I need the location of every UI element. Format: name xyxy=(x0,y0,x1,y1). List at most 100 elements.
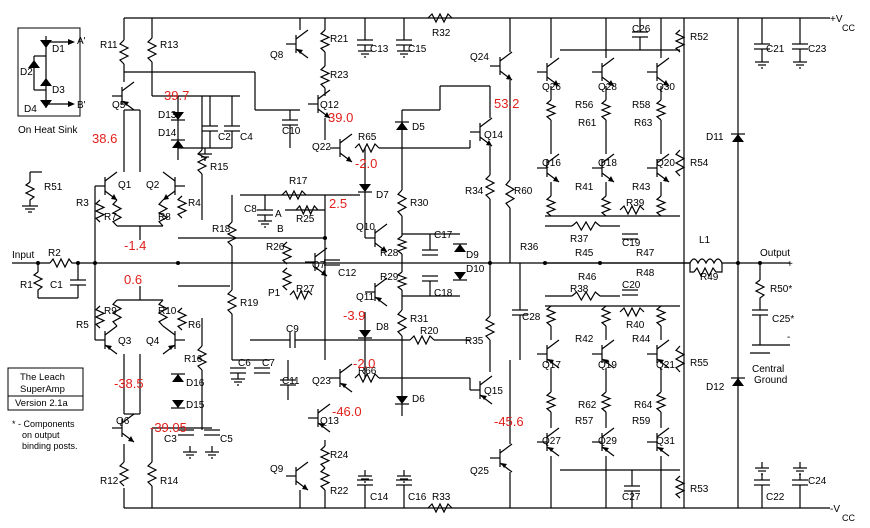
diode-label-d7: D7 xyxy=(376,190,389,201)
resistor-label-r40: R40 xyxy=(626,320,645,331)
capacitor-label-c5: C5 xyxy=(220,434,233,445)
capacitor-label-c16: C16 xyxy=(408,492,427,503)
output-label: Output xyxy=(760,248,790,259)
voltage-annotation: -2.0 xyxy=(353,356,375,371)
capacitor-label-c22: C22 xyxy=(766,492,785,503)
diode-label-d9: D9 xyxy=(466,250,479,261)
r51-ground xyxy=(22,171,42,213)
resistor-label-r28: R28 xyxy=(380,248,399,259)
heatsink-label-d3: D3 xyxy=(52,85,65,96)
resistor-label-r19: R19 xyxy=(240,298,259,309)
capacitor-label-c1: C1 xyxy=(50,280,63,291)
voltage-annotation: 0.6 xyxy=(124,272,142,287)
resistor-label-r54: R54 xyxy=(690,158,709,169)
resistor-label-r15: R15 xyxy=(210,162,229,173)
output-plus: + xyxy=(787,259,793,270)
resistor-label-r46: R46 xyxy=(578,272,597,283)
positive-rail-sub: CC xyxy=(842,23,855,33)
input-label: Input xyxy=(12,250,34,261)
diode-label-d15: D15 xyxy=(186,400,205,411)
transistor-label-q6: Q6 xyxy=(116,416,130,427)
voltage-annotation: -3.9 xyxy=(343,308,365,323)
diode-label-d13: D13 xyxy=(158,110,177,121)
resistor-label-r34: R34 xyxy=(465,186,484,197)
transistor-label-q14: Q14 xyxy=(484,130,503,141)
transistor-label-q28: Q28 xyxy=(598,82,617,93)
voltage-annotation: 39.7 xyxy=(164,88,189,103)
resistor-label-r13: R13 xyxy=(160,40,179,51)
resistor-label-r7: R7 xyxy=(104,212,117,223)
resistor-label-r60: R60 xyxy=(514,186,533,197)
footnote-line-2: on output xyxy=(22,430,60,440)
input-network xyxy=(12,257,95,299)
voltage-annotation: -39.05 xyxy=(150,420,187,435)
resistor-label-r56: R56 xyxy=(575,100,594,111)
diode-d4-symbol xyxy=(40,100,52,108)
resistor-label-r45: R45 xyxy=(575,248,594,259)
heatsink-label-d1: D1 xyxy=(52,44,65,55)
voltage-annotations: 39.738.639.053.2-2.02.5-1.40.6-3.9-2.0-3… xyxy=(92,88,524,435)
positive-rail-label: +V xyxy=(830,14,843,25)
transistor-label-q25: Q25 xyxy=(470,466,489,477)
transistor-label-q9: Q9 xyxy=(270,464,284,475)
transistor-label-q7: Q7 xyxy=(312,260,326,271)
voltage-annotation: -1.4 xyxy=(124,238,146,253)
title-line-1: The Leach xyxy=(20,372,65,383)
title-line-2: SuperAmp xyxy=(20,384,65,395)
terminal-b-arrow xyxy=(68,101,75,107)
capacitor-label-c26: C26 xyxy=(632,24,651,35)
resistor-label-r4: R4 xyxy=(188,198,201,209)
transistor-label-q13: Q13 xyxy=(320,416,339,427)
capacitor-label-c6: C6 xyxy=(238,358,251,369)
capacitor-label-c3: C3 xyxy=(164,434,177,445)
resistor-label-r9: R9 xyxy=(104,306,117,317)
resistor-label-r57: R57 xyxy=(575,416,594,427)
capacitor-label-c15: C15 xyxy=(408,44,427,55)
transistor-label-q27: Q27 xyxy=(542,436,561,447)
resistor-label-r29: R29 xyxy=(380,272,399,283)
capacitor-label-c2: C2 xyxy=(218,132,231,143)
voltage-annotation: -45.6 xyxy=(494,414,524,429)
resistor-label-r3: R3 xyxy=(76,198,89,209)
diode-d1-symbol xyxy=(40,40,52,48)
transistor-label-q29: Q29 xyxy=(598,436,617,447)
resistor-label-r64: R64 xyxy=(634,400,653,411)
resistor-label-r16: R16 xyxy=(184,354,203,365)
transistor-label-q4: Q4 xyxy=(146,336,160,347)
voltage-annotation: 38.6 xyxy=(92,131,117,146)
voltage-annotation: -38.5 xyxy=(114,376,144,391)
resistor-label-r61: R61 xyxy=(578,118,597,129)
transistor-label-q15: Q15 xyxy=(484,386,503,397)
negative-rail-label: -V xyxy=(830,504,840,515)
resistor-label-r18: R18 xyxy=(212,224,231,235)
capacitor-label-c8: C8 xyxy=(244,204,257,215)
transistor-label-q22: Q22 xyxy=(312,142,331,153)
capacitor-label-c28: C28 xyxy=(522,312,541,323)
transistor-label-q8: Q8 xyxy=(270,50,284,61)
resistor-label-r66: R66 xyxy=(358,366,377,377)
diode-label-d12: D12 xyxy=(706,382,725,393)
capacitor-label-c12: C12 xyxy=(338,268,357,279)
diode-d2-symbol xyxy=(28,60,40,68)
voltage-annotation: -2.0 xyxy=(355,156,377,171)
resistor-label-r55: R55 xyxy=(690,358,709,369)
capacitor-label-c19: C19 xyxy=(622,238,641,249)
transistor-label-q20: Q20 xyxy=(656,158,675,169)
resistor-label-r33: R33 xyxy=(432,492,451,503)
diode-label-d16: D16 xyxy=(186,378,205,389)
resistor-label-r51: R51 xyxy=(44,182,63,193)
resistor-label-r35: R35 xyxy=(465,336,484,347)
capacitor-label-c27: C27 xyxy=(622,492,641,503)
resistor-label-r23: R23 xyxy=(330,70,349,81)
resistor-label-r36: R36 xyxy=(520,242,539,253)
diode-label-d11: D11 xyxy=(706,132,724,143)
resistor-label-r52: R52 xyxy=(690,32,709,43)
output-minus: - xyxy=(787,332,790,343)
resistor-label-r53: R53 xyxy=(690,484,709,495)
resistor-label-r6: R6 xyxy=(188,320,201,331)
resistor-label-r37: R37 xyxy=(570,234,589,245)
transistor-label-q26: Q26 xyxy=(542,82,561,93)
resistor-label-r44: R44 xyxy=(632,334,651,345)
